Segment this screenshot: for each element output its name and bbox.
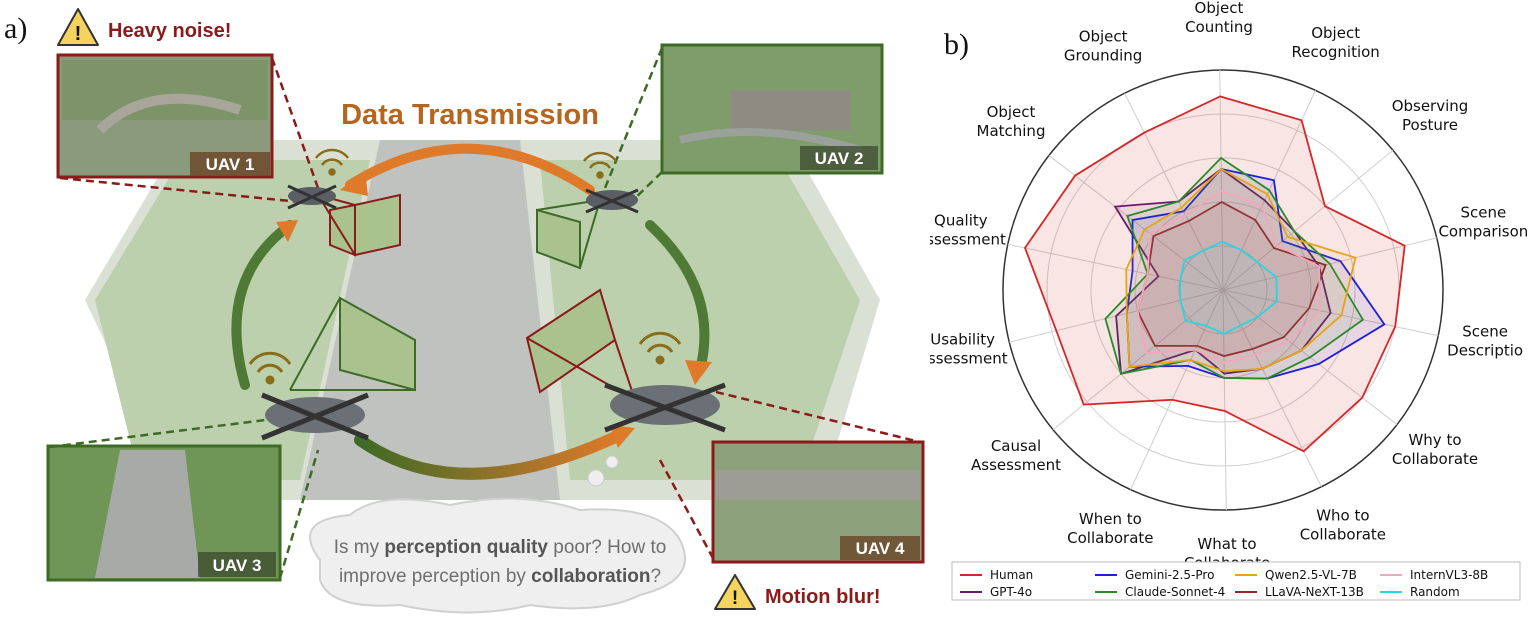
wifi-icon-uav1 — [315, 148, 349, 176]
arrowhead-1 — [340, 170, 368, 196]
drone-uav1 — [287, 184, 337, 210]
uav4-link-top — [715, 390, 921, 444]
legend-box — [951, 561, 1521, 601]
legend-entry: Gemini-2.5-Pro — [1125, 568, 1214, 582]
arrow-uav3-to-uav1 — [231, 220, 295, 390]
motion-blur-label: Motion blur! — [765, 586, 881, 608]
uav1-view: UAV 1 — [56, 53, 274, 179]
panel-a-label: a) — [4, 12, 28, 45]
legend-entry: Qwen2.5-VL-7B — [1265, 568, 1357, 582]
warning-icon-bottom: ! — [714, 574, 756, 610]
radar-series-random — [1179, 240, 1278, 336]
thought-line-2: improve perception by collaboration? — [339, 566, 661, 587]
frustum-uav3 — [289, 296, 416, 392]
diagram-title: Data Transmission — [341, 99, 599, 131]
uav1-label: UAV 1 — [206, 155, 255, 174]
arrow-uav2-to-uav1 — [345, 143, 595, 195]
collaboration-diagram: Data Transmission ! Heavy noise! UAV 1 U… — [46, 8, 925, 614]
frustum-uav2 — [536, 199, 601, 270]
radar-spoke — [1007, 243, 1224, 291]
thought-bubble: Is my perception quality poor? How to im… — [309, 455, 686, 614]
drone-uav4 — [604, 382, 726, 433]
thought-line-1: Is my perception quality poor? How to — [334, 537, 667, 558]
uav2-label: UAV 2 — [815, 149, 864, 168]
radar-grid-ring — [1090, 157, 1356, 423]
uav1-link-top — [270, 57, 320, 189]
uav1-link-bottom — [59, 176, 301, 204]
radar-spoke — [1052, 289, 1224, 431]
radar-axis-label: UsabilityAssessment — [930, 331, 1008, 368]
legend-entry: InternVL3-8B — [1410, 568, 1488, 582]
uav3-link-bottom — [278, 449, 320, 579]
panel-b-label: b) — [944, 28, 969, 61]
uav3-label: UAV 3 — [213, 556, 262, 575]
uav4-view: UAV 4 — [711, 440, 925, 564]
radar-spoke — [1222, 289, 1322, 487]
legend-entry: LLaVA-NeXT-13B — [1265, 585, 1364, 599]
arrowhead-2 — [685, 360, 712, 385]
svg-text:!: ! — [732, 588, 738, 609]
radar-spoke — [1222, 289, 1227, 510]
warning-icon-top: ! — [57, 8, 99, 46]
radar-spoke — [1048, 155, 1224, 291]
arrow-uav3-to-uav4 — [354, 429, 626, 480]
wifi-icon-uav2 — [583, 151, 617, 179]
uav4-link-bottom — [658, 459, 716, 561]
radar-axis-label: QualityAssessment — [930, 211, 1006, 248]
legend-entry: GPT-4o — [990, 585, 1032, 599]
radar-spoke — [1130, 289, 1224, 490]
uav4-label: UAV 4 — [856, 539, 905, 558]
radar-series-gpt-4o — [1113, 167, 1332, 376]
radar-series-internvl3-8b — [1136, 189, 1321, 364]
wifi-icon-uav3 — [248, 351, 292, 385]
drone-uav3 — [261, 392, 369, 441]
radar-spoke — [1219, 70, 1224, 291]
drone-uav2 — [585, 188, 639, 214]
uav3-link-top — [49, 418, 266, 449]
arrowhead-4 — [610, 425, 635, 448]
heavy-noise-label: Heavy noise! — [108, 20, 231, 42]
radar-spoke — [1222, 149, 1394, 291]
radar-spoke — [1124, 93, 1224, 291]
wifi-icon-uav4 — [638, 331, 682, 365]
uav2-view: UAV 2 — [660, 43, 884, 175]
uav3-view: UAV 3 — [46, 444, 282, 582]
legend-entry: Claude-Sonnet-4 — [1125, 585, 1225, 599]
legend-entry: Random — [1410, 585, 1460, 599]
legend-entry: Human — [990, 568, 1033, 582]
arrow-uav2-to-uav4 — [645, 220, 710, 375]
frustum-uav1 — [317, 193, 401, 257]
arrowhead-3 — [276, 220, 298, 242]
radar-grid-ring — [1002, 69, 1444, 511]
svg-text:!: ! — [75, 23, 82, 45]
